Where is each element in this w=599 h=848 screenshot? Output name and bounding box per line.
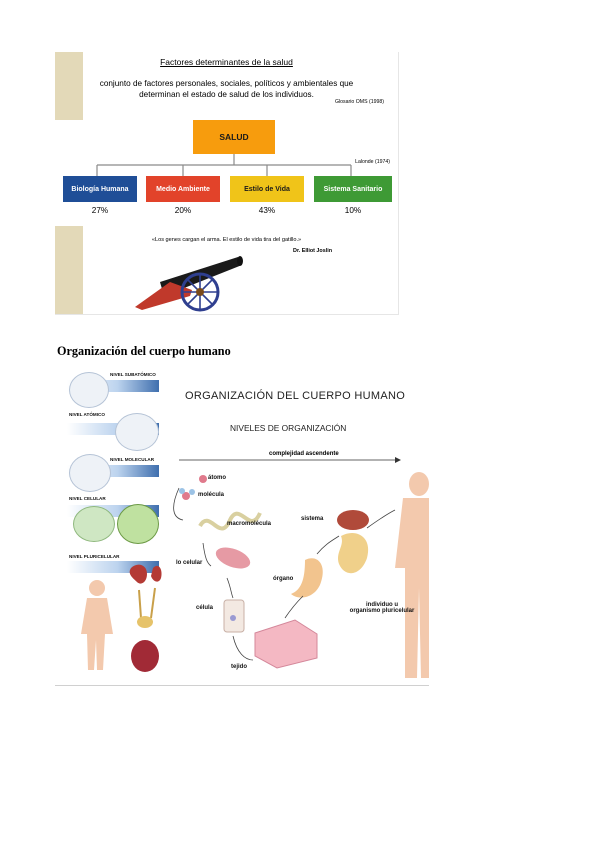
stage-label-tejido: tejido [231,664,247,670]
molecular-picture [69,454,111,492]
category-medio-ambiente: Medio Ambiente [146,176,220,202]
definition-source: Glosario OMS (1998) [334,99,384,105]
health-determinants-slide: Factores determinantes de la salud conju… [55,52,399,315]
level-label: NIVEL PLURICELULAR [69,554,120,559]
organ-icon [291,558,323,598]
quote-text: «Los genes cargan el arma. El estilo de … [151,237,302,243]
body-organization-slide: NIVEL SUBATÓMICO NIVEL ATÓMICO NIVEL MOL… [55,368,429,686]
level-label: NIVEL MOLECULAR [110,457,155,462]
stage-label-line: organismo pluricelular [349,608,415,614]
definition-text: conjunto de factores personales, sociale… [55,78,398,100]
stage-label-sistema: sistema [301,516,324,522]
salud-box: SALUD [193,120,275,154]
stage-label-organo: órgano [273,576,294,582]
percent-sistema-sanitario: 10% [344,206,362,215]
stage-label-celula: célula [196,605,214,611]
quote-author: Dr. Elliot Joslin [293,248,332,254]
kidney-organ [129,564,147,584]
side-band [55,226,83,314]
stage-label-individuo: individuo u organismo pluricelular [347,602,417,614]
category-biologia-humana: Biología Humana [63,176,137,202]
stage-label-organulo: lo celular [176,560,203,566]
tissue-icon [254,619,318,669]
percent-biologia-humana: 27% [91,206,109,215]
section-heading: Organización del cuerpo humano [57,344,231,358]
definition-line: conjunto de factores personales, sociale… [99,79,354,88]
subatomic-picture [69,372,109,408]
stage-diagram [173,457,429,678]
human-figure [395,472,429,678]
molecule-icon [182,492,190,500]
kidney-organ [151,565,162,582]
connector-lines [96,154,352,176]
level-label: NIVEL ATÓMICO [69,412,105,417]
category-sistema-sanitario: Sistema Sanitario [314,176,392,202]
atomic-picture [115,413,159,451]
stage-label-molecula: molécula [198,492,225,498]
level-label: NIVEL CELULAR [69,496,106,501]
figure-head [89,580,105,596]
figure-body [81,598,113,670]
mitochondria-picture [117,504,159,544]
stage-label-line: individuo u [366,602,398,608]
macromolecule-icon [198,511,262,531]
bladder-organ [137,616,153,628]
slide-title: ORGANIZACIÓN DEL CUERPO HUMANO [185,390,406,402]
cell-picture [73,506,115,542]
percent-estilo-de-vida: 43% [258,206,276,215]
slide-subtitle: NIVELES DE ORGANIZACIÓN [230,423,347,433]
atom-icon [199,475,207,483]
definition-line: determinan el estado de salud de los ind… [139,90,314,99]
organ-picture [131,640,159,672]
cannon-carriage [135,282,192,310]
slide-title: Factores determinantes de la salud [160,57,293,67]
model-source: Lalonde (1974) [355,159,390,165]
category-estilo-de-vida: Estilo de Vida [230,176,304,202]
cannon-illustration [135,256,243,312]
level-label: NIVEL SUBATÓMICO [110,372,156,377]
stage-label-macromolecula: macromolécula [227,521,272,527]
stage-label-atomo: átomo [208,475,226,481]
complexity-axis-label: complejidad ascendente [269,451,339,457]
system-icon [337,510,369,530]
percent-medio-ambiente: 20% [174,206,192,215]
organelle-icon [215,547,251,569]
pluricellular-illustration [81,564,162,672]
side-band [55,52,83,120]
